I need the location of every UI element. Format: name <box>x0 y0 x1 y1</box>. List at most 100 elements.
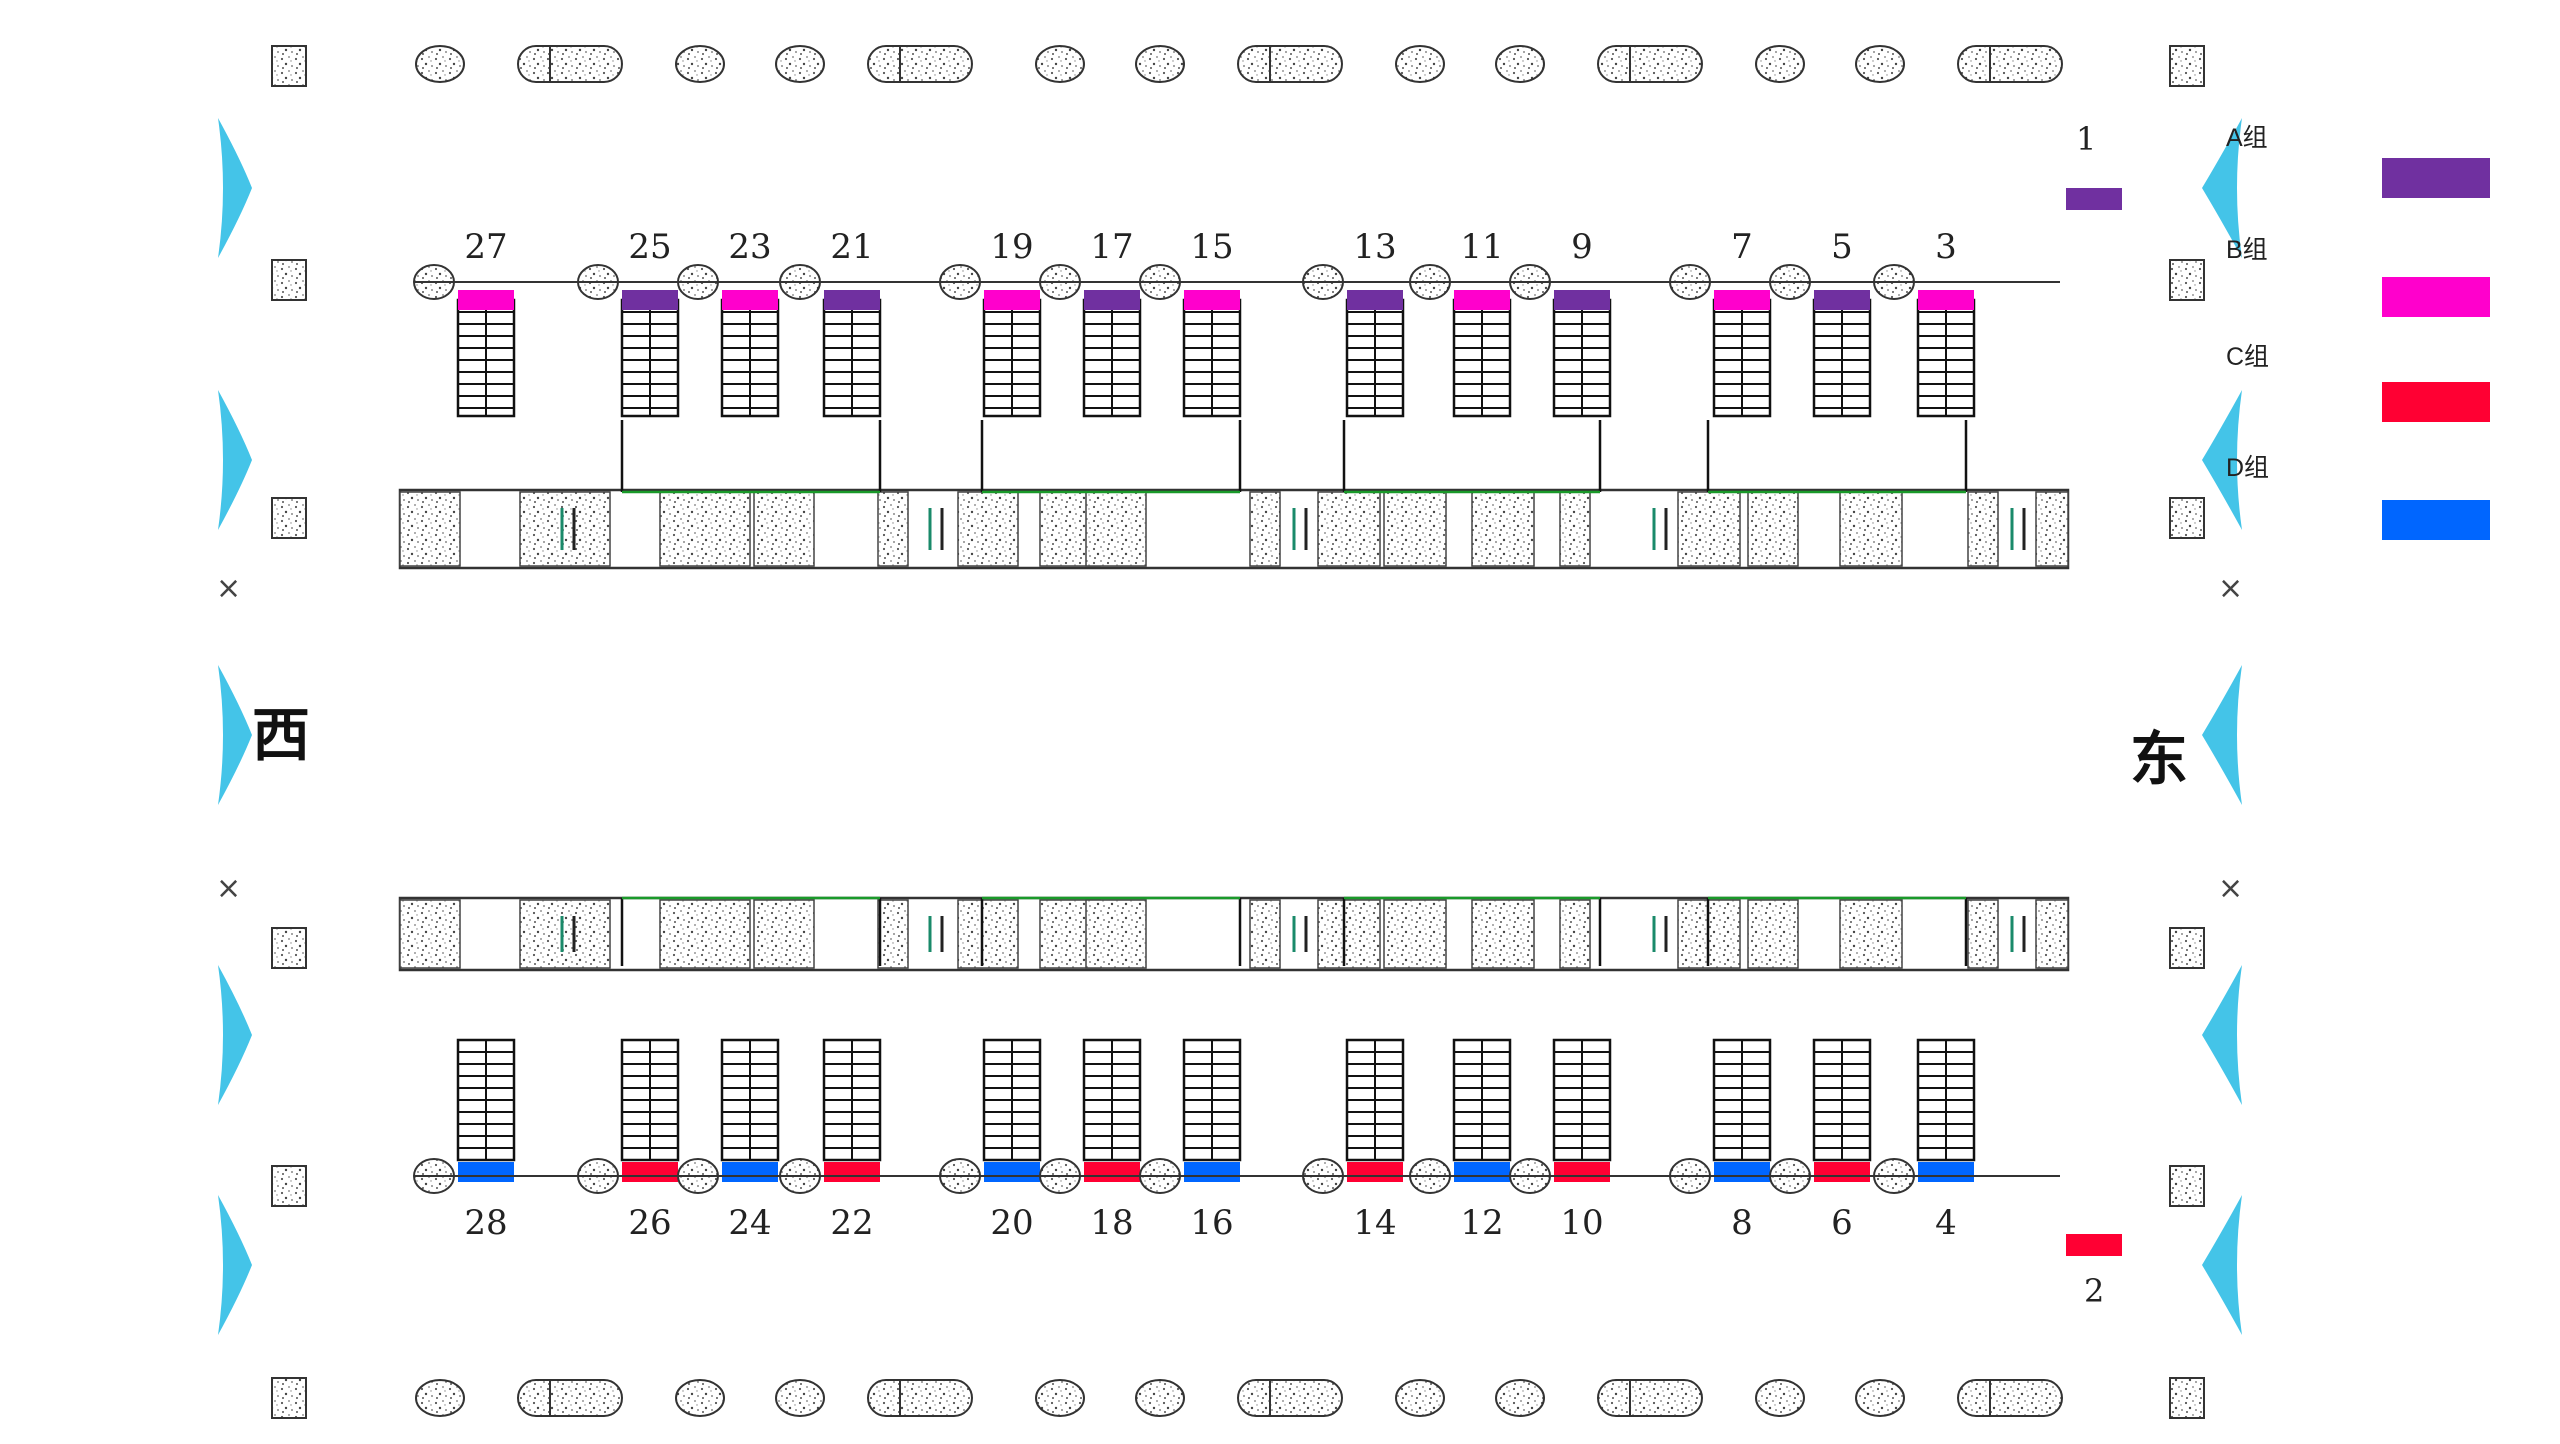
group-color-bar <box>984 290 1040 310</box>
escalator-unit: 16 <box>1182 1038 1242 1243</box>
west-label: 西 <box>252 701 311 769</box>
group-color-bar <box>1347 1162 1403 1182</box>
marker-2-number: 2 <box>2084 1272 2105 1310</box>
platform-block <box>1559 899 1591 969</box>
pillar-icon <box>2169 1165 2205 1207</box>
track-oval <box>1755 45 1805 83</box>
escalator-unit: 6 <box>1812 1038 1872 1243</box>
east-arrow-icon <box>2202 118 2242 258</box>
unit-number: 17 <box>1090 227 1133 267</box>
unit-number: 27 <box>464 227 507 267</box>
platform-block <box>1383 899 1447 969</box>
unit-number: 4 <box>1935 1203 1957 1243</box>
escalator-unit: 8 <box>1712 1038 1772 1243</box>
platform-block <box>753 899 815 969</box>
unit-number: 18 <box>1090 1203 1133 1243</box>
unit-number: 3 <box>1935 227 1957 267</box>
escalator-unit: 27 <box>456 227 516 418</box>
platform-block <box>519 899 611 969</box>
platform-block <box>2035 899 2069 969</box>
unit-number: 9 <box>1571 227 1593 267</box>
west-arrow-icon <box>218 390 252 530</box>
escalator-unit: 23 <box>720 227 780 418</box>
unit-number: 24 <box>728 1203 771 1243</box>
legend-swatch-d <box>2382 500 2490 540</box>
group-color-bar <box>458 290 514 310</box>
group-color-bar <box>1184 290 1240 310</box>
group-color-bar <box>984 1162 1040 1182</box>
platform-block <box>1747 491 1799 567</box>
pillar-icon <box>2169 45 2205 87</box>
direction-arrows <box>218 118 2242 1335</box>
east-arrow-icon <box>2202 1195 2242 1335</box>
track-oval <box>1395 1379 1445 1417</box>
platform-block <box>1085 491 1147 567</box>
group-color-bar <box>1814 1162 1870 1182</box>
legend-swatch-c <box>2382 382 2490 422</box>
group-color-bar <box>824 290 880 310</box>
group-color-bar <box>1814 290 1870 310</box>
corner-mark-icon: × <box>216 571 241 606</box>
east-arrow-icon <box>2202 965 2242 1105</box>
unit-number: 7 <box>1731 227 1753 267</box>
group-color-bar <box>1084 1162 1140 1182</box>
platform-block <box>1967 899 1999 969</box>
track-oval <box>775 45 825 83</box>
escalator-unit: 5 <box>1812 227 1872 418</box>
track-capsule <box>1237 45 1343 83</box>
group-color-bar <box>1084 290 1140 310</box>
pillar-icon <box>271 927 307 969</box>
group-color-bar <box>1918 290 1974 310</box>
unit-number: 26 <box>628 1203 671 1243</box>
unit-number: 8 <box>1731 1203 1753 1243</box>
track-oval <box>1495 45 1545 83</box>
group-color-bar <box>722 290 778 310</box>
platform-block <box>1383 491 1447 567</box>
platform-block <box>1839 491 1903 567</box>
group-color-bar <box>1918 1162 1974 1182</box>
pillar-icon <box>271 45 307 87</box>
group-color-bar <box>1714 1162 1770 1182</box>
unit-number: 25 <box>628 227 671 267</box>
group-color-bar <box>1454 290 1510 310</box>
track-oval <box>675 1379 725 1417</box>
unit-number: 15 <box>1190 227 1233 267</box>
escalator-unit: 22 <box>822 1038 882 1243</box>
escalator-unit: 14 <box>1345 1038 1405 1243</box>
group-color-bar <box>1347 290 1403 310</box>
track-capsule <box>1597 45 1703 83</box>
unit-number: 14 <box>1353 1203 1396 1243</box>
pillar-icon <box>271 1377 307 1419</box>
unit-number: 20 <box>990 1203 1033 1243</box>
group-color-bar <box>458 1162 514 1182</box>
unit-number: 10 <box>1560 1203 1603 1243</box>
marker-1-number: 1 <box>2076 120 2097 158</box>
track-capsule <box>867 45 973 83</box>
platform-block <box>877 899 909 969</box>
escalator-unit: 4 <box>1916 1038 1976 1243</box>
group-color-bar <box>1714 290 1770 310</box>
platform-block <box>1085 899 1147 969</box>
escalator-unit: 3 <box>1916 227 1976 418</box>
unit-number: 28 <box>464 1203 507 1243</box>
west-arrow-icon <box>218 1195 252 1335</box>
escalator-unit: 7 <box>1712 227 1772 418</box>
escalator-unit: 18 <box>1082 1038 1142 1243</box>
platform-block <box>1967 491 1999 567</box>
track-oval <box>415 1379 465 1417</box>
platform-block <box>1839 899 1903 969</box>
escalator-unit: 15 <box>1182 227 1242 418</box>
platform-block <box>659 491 751 567</box>
platform-block <box>1747 899 1799 969</box>
track-oval <box>1855 1379 1905 1417</box>
pillar-icon <box>271 497 307 539</box>
track-capsule <box>1957 45 2063 83</box>
track-oval <box>675 45 725 83</box>
track-capsule <box>1957 1379 2063 1417</box>
platform-block <box>1317 491 1381 567</box>
legend-label-d: D组 <box>2226 454 2270 482</box>
platform-block <box>1249 899 1281 969</box>
track-oval <box>1035 1379 1085 1417</box>
